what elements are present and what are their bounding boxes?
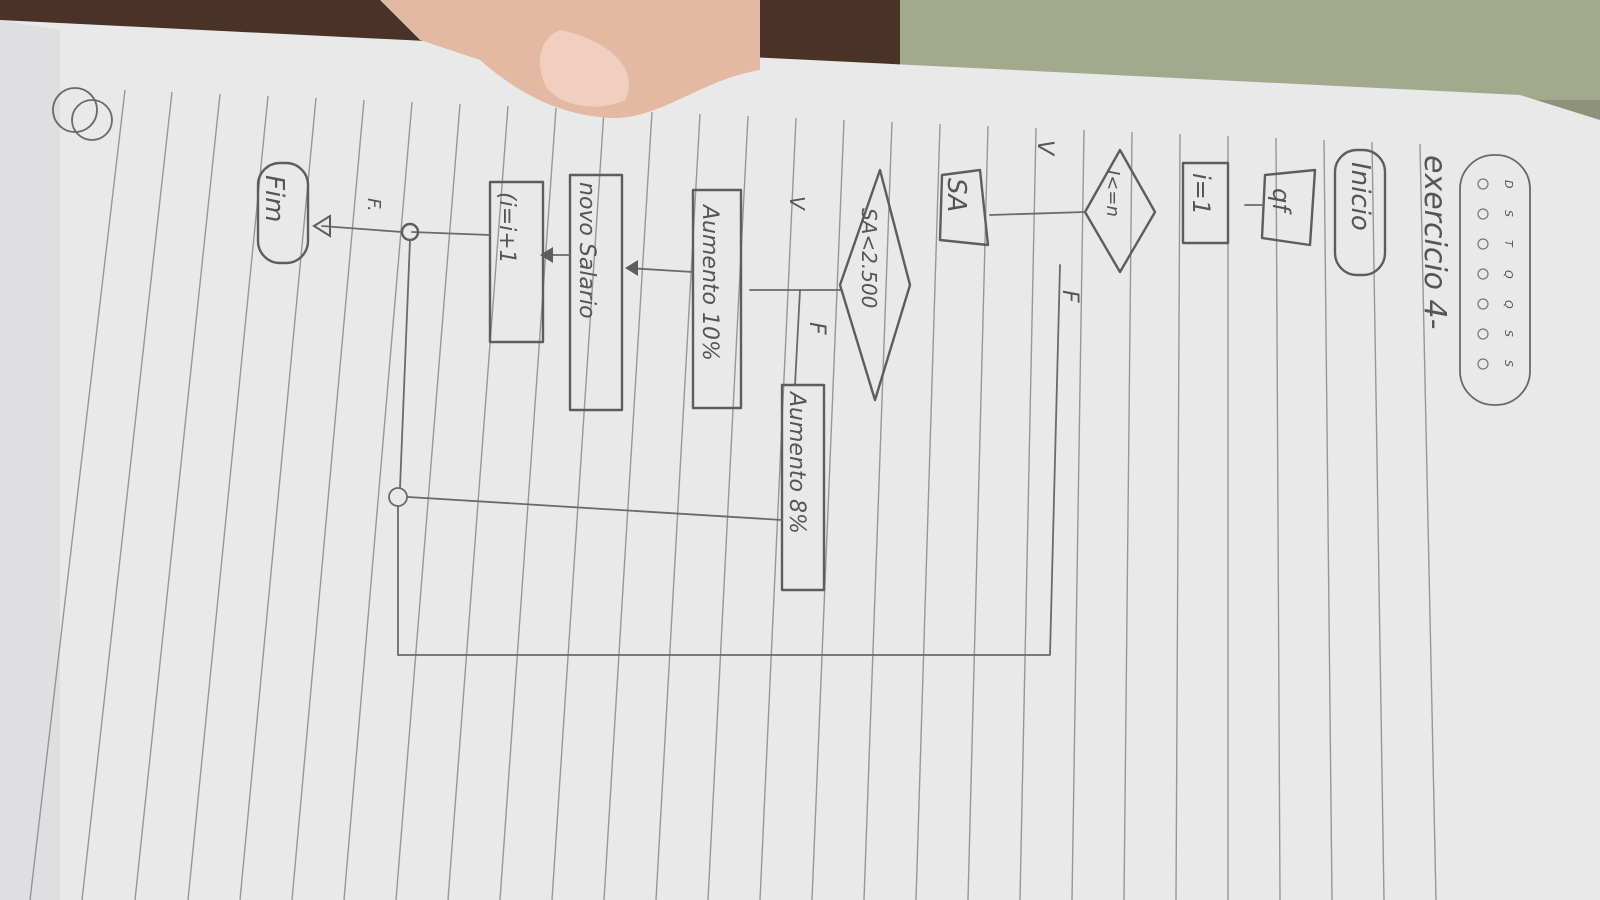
arrowhead-increment	[540, 247, 553, 263]
connector-raise-to-new	[627, 267, 694, 273]
start-label: Inicio	[1345, 162, 1375, 231]
input-label: qf	[1267, 188, 1295, 215]
notebook-logo	[52, 87, 113, 141]
connector-increment-to-junction	[411, 231, 491, 236]
salary-false-label: F	[804, 322, 829, 335]
increment-process: (i=i+1	[488, 180, 545, 344]
connector-to-end	[321, 225, 403, 233]
date-day-q2: Q	[1502, 300, 1515, 309]
read-salary-label: SA	[941, 178, 971, 212]
date-day-s3: S	[1502, 360, 1515, 367]
end-terminator: Fim	[256, 161, 310, 265]
thumb	[380, 0, 760, 119]
connector-loop-false-path	[397, 264, 1061, 656]
loop-false-label: F	[1057, 290, 1082, 303]
input-shape: qf	[1244, 168, 1317, 247]
salary-decision-label: SA<2.500	[857, 208, 881, 308]
date-box-outline	[1459, 154, 1531, 406]
raise-low-label: Aumento 8%	[784, 390, 809, 534]
loop-decision: I<=n	[1083, 148, 1157, 274]
init-label: i=1	[1187, 173, 1215, 215]
connector-junction-vertical	[399, 239, 411, 489]
start-terminator: Inicio	[1333, 148, 1387, 277]
end-false-label: F.	[363, 198, 384, 212]
new-salary-label: novo Salario	[574, 182, 599, 319]
raise-low-process: Aumento 8%	[780, 383, 826, 592]
date-day-s: S	[1502, 210, 1515, 217]
date-day-t: T	[1502, 240, 1515, 248]
loop-condition-label: I<=n	[1102, 170, 1123, 217]
arrowhead-new-salary	[625, 260, 638, 276]
read-salary-shape: SA	[938, 168, 990, 247]
page-title: exercicio 4-	[1417, 155, 1452, 329]
new-salary-process: novo Salario	[568, 173, 624, 412]
raise-high-process: Aumento 10%	[691, 188, 743, 410]
salary-true-label: V	[785, 196, 809, 211]
connector-false-branch	[794, 289, 801, 386]
end-label: Fim	[259, 175, 289, 223]
date-day-q1: Q	[1502, 270, 1515, 279]
connector-raise-low-to-merge	[407, 496, 783, 521]
salary-decision: SA<2.500	[838, 168, 912, 402]
raise-high-label: Aumento 10%	[697, 203, 722, 361]
paper-shadow	[0, 20, 60, 900]
arrowhead-end	[312, 214, 331, 238]
loop-true-label: V	[1032, 140, 1057, 157]
init-process: i=1	[1181, 161, 1230, 245]
date-box: D S T Q Q S S	[1459, 154, 1531, 406]
increment-label: (i=i+1	[494, 192, 519, 264]
date-day-d: D	[1502, 180, 1515, 188]
connector-loop-to-read	[989, 211, 1086, 216]
date-day-s2: S	[1502, 330, 1515, 337]
